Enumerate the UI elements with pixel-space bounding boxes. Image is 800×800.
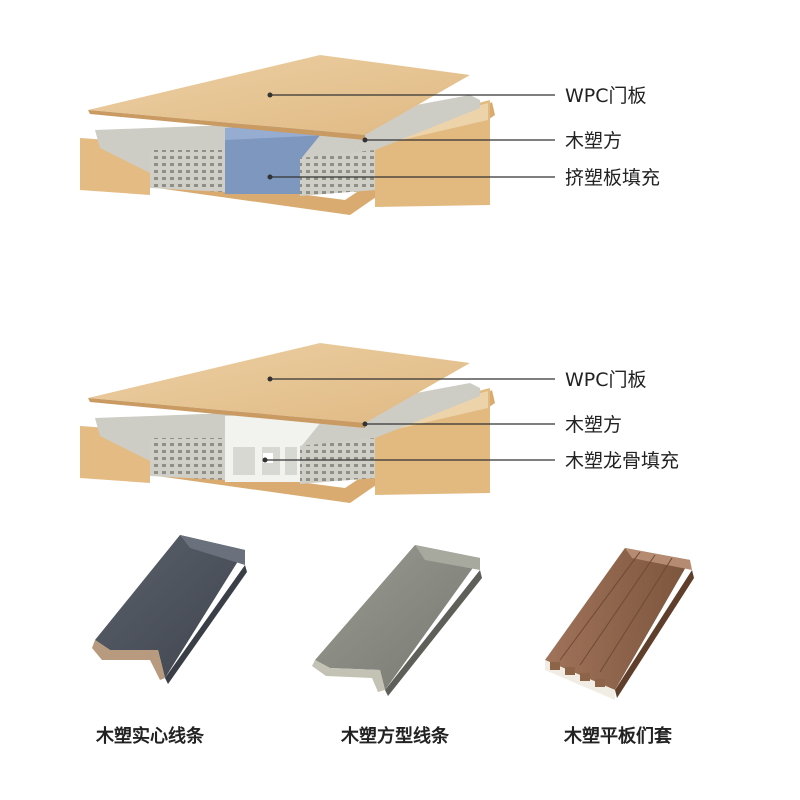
- label-wood-plastic-square: 木塑方: [565, 130, 622, 152]
- product-square-line: [312, 545, 482, 696]
- caption-square-line: 木塑方型线条: [340, 725, 450, 747]
- product-solid-line: [92, 535, 247, 684]
- label-wpc-door-panel: WPC门板: [565, 369, 647, 391]
- diagram-1: WPC门板 木塑方 挤塑板填充: [80, 55, 660, 215]
- label-wpc-door-panel: WPC门板: [565, 85, 647, 107]
- label-keel-filling: 木塑龙骨填充: [565, 450, 679, 472]
- label-extruded-board-filling: 挤塑板填充: [565, 167, 660, 189]
- diagram-2: WPC门板 木塑方 木塑龙骨填充: [80, 343, 679, 503]
- product-flat-casing: [545, 548, 694, 700]
- caption-flat-casing: 木塑平板们套: [563, 725, 672, 747]
- label-wood-plastic-square: 木塑方: [565, 414, 622, 436]
- caption-solid-line: 木塑实心线条: [95, 725, 205, 747]
